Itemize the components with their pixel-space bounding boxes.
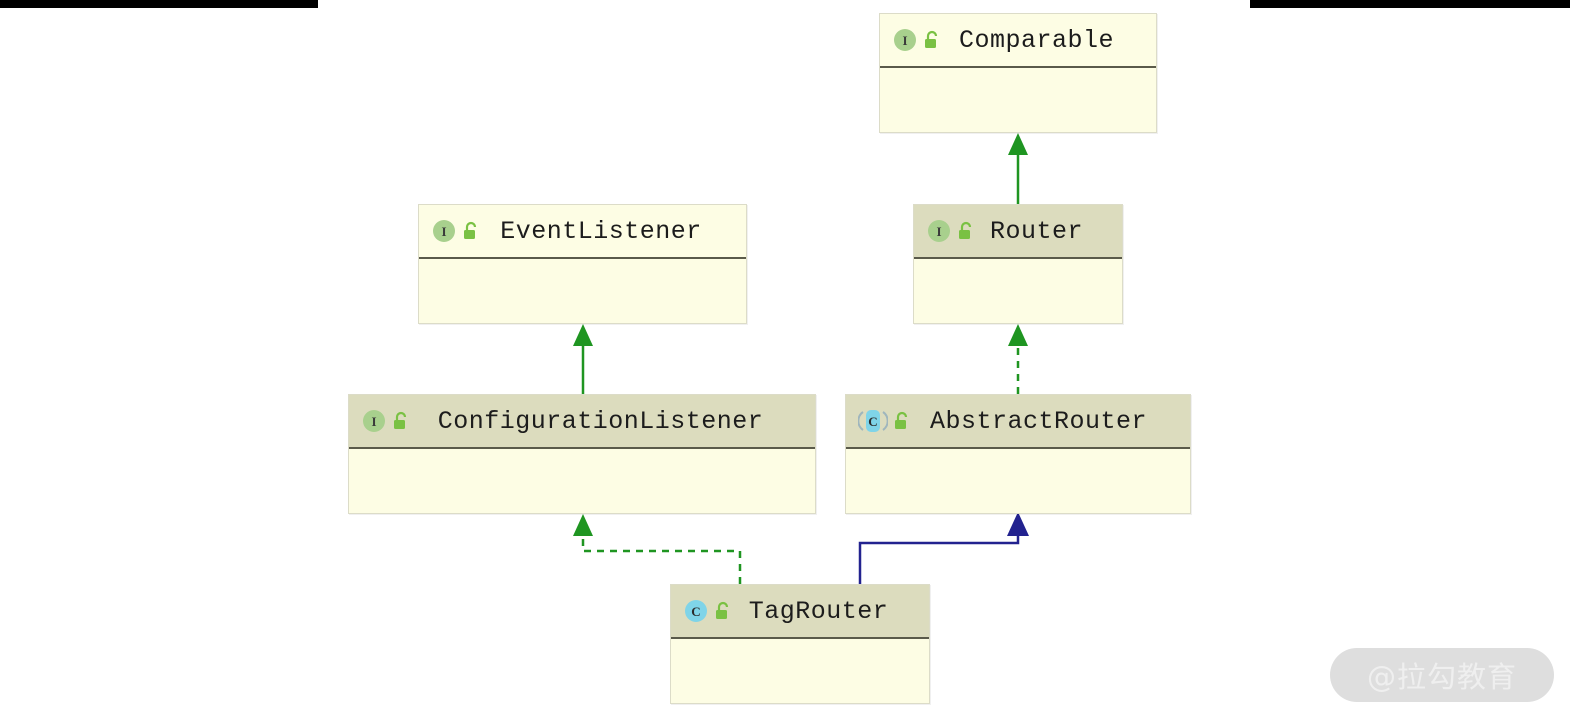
uml-node-event-listener[interactable]: I EventListener [418,204,747,324]
uml-node-members [914,259,1122,311]
watermark: @拉勾教育 [1330,648,1554,702]
uml-node-icons: C [683,598,732,624]
black-bar-left [0,0,318,8]
interface-icon: I [926,218,952,244]
uml-node-header[interactable]: I EventListener [419,205,746,259]
link-router-to-comparable [1008,133,1028,204]
svg-text:C: C [868,414,877,429]
link-abstractrouter-to-router [1008,324,1028,394]
unlocked-padlock-icon [957,221,975,241]
svg-text:I: I [441,224,446,239]
uml-node-abstract-router[interactable]: C AbstractRouter [845,394,1191,514]
unlocked-padlock-icon [462,221,480,241]
svg-text:I: I [902,33,907,48]
abstract-class-icon: C [858,408,888,434]
uml-node-router[interactable]: I Router [913,204,1123,324]
uml-node-members [671,639,929,691]
uml-node-icons: C [858,408,911,434]
uml-node-title: AbstractRouter [929,406,1148,436]
uml-node-icons: I [926,218,975,244]
uml-node-title: Router [989,216,1083,246]
uml-node-header[interactable]: I Router [914,205,1122,259]
link-tagrouter-to-abstractrouter [858,512,1029,584]
uml-node-title: EventListener [500,216,702,246]
svg-text:I: I [371,414,376,429]
link-tagrouter-to-configurationlistener [573,514,742,584]
uml-node-members [880,68,1156,120]
uml-node-members [846,449,1190,501]
unlocked-padlock-icon [714,601,732,621]
uml-node-configuration-listener[interactable]: I ConfigurationListener [348,394,816,514]
uml-node-header[interactable]: I ConfigurationListener [349,395,815,449]
uml-node-tag-router[interactable]: C TagRouter [670,584,930,704]
watermark-text: @拉勾教育 [1366,660,1517,694]
class-icon: C [683,598,709,624]
svg-text:I: I [936,224,941,239]
unlocked-padlock-icon [893,411,911,431]
link-configurationlistener-to-eventlistener [573,324,593,394]
uml-node-icons: I [361,408,410,434]
uml-node-title: TagRouter [748,596,889,626]
interface-icon: I [892,27,918,53]
unlocked-padlock-icon [923,30,941,50]
svg-text:C: C [691,604,700,619]
interface-icon: I [361,408,387,434]
uml-node-members [349,449,815,501]
uml-node-icons: I [892,27,941,53]
uml-node-members [419,259,746,311]
uml-node-title: Comparable [958,25,1115,55]
black-bar-right [1250,0,1570,8]
uml-node-title: ConfigurationListener [437,406,764,436]
uml-node-header[interactable]: C AbstractRouter [846,395,1190,449]
uml-node-header[interactable]: C TagRouter [671,585,929,639]
uml-node-icons: I [431,218,480,244]
uml-node-header[interactable]: I Comparable [880,14,1156,68]
uml-node-comparable[interactable]: I Comparable [879,13,1157,133]
unlocked-padlock-icon [392,411,410,431]
interface-icon: I [431,218,457,244]
